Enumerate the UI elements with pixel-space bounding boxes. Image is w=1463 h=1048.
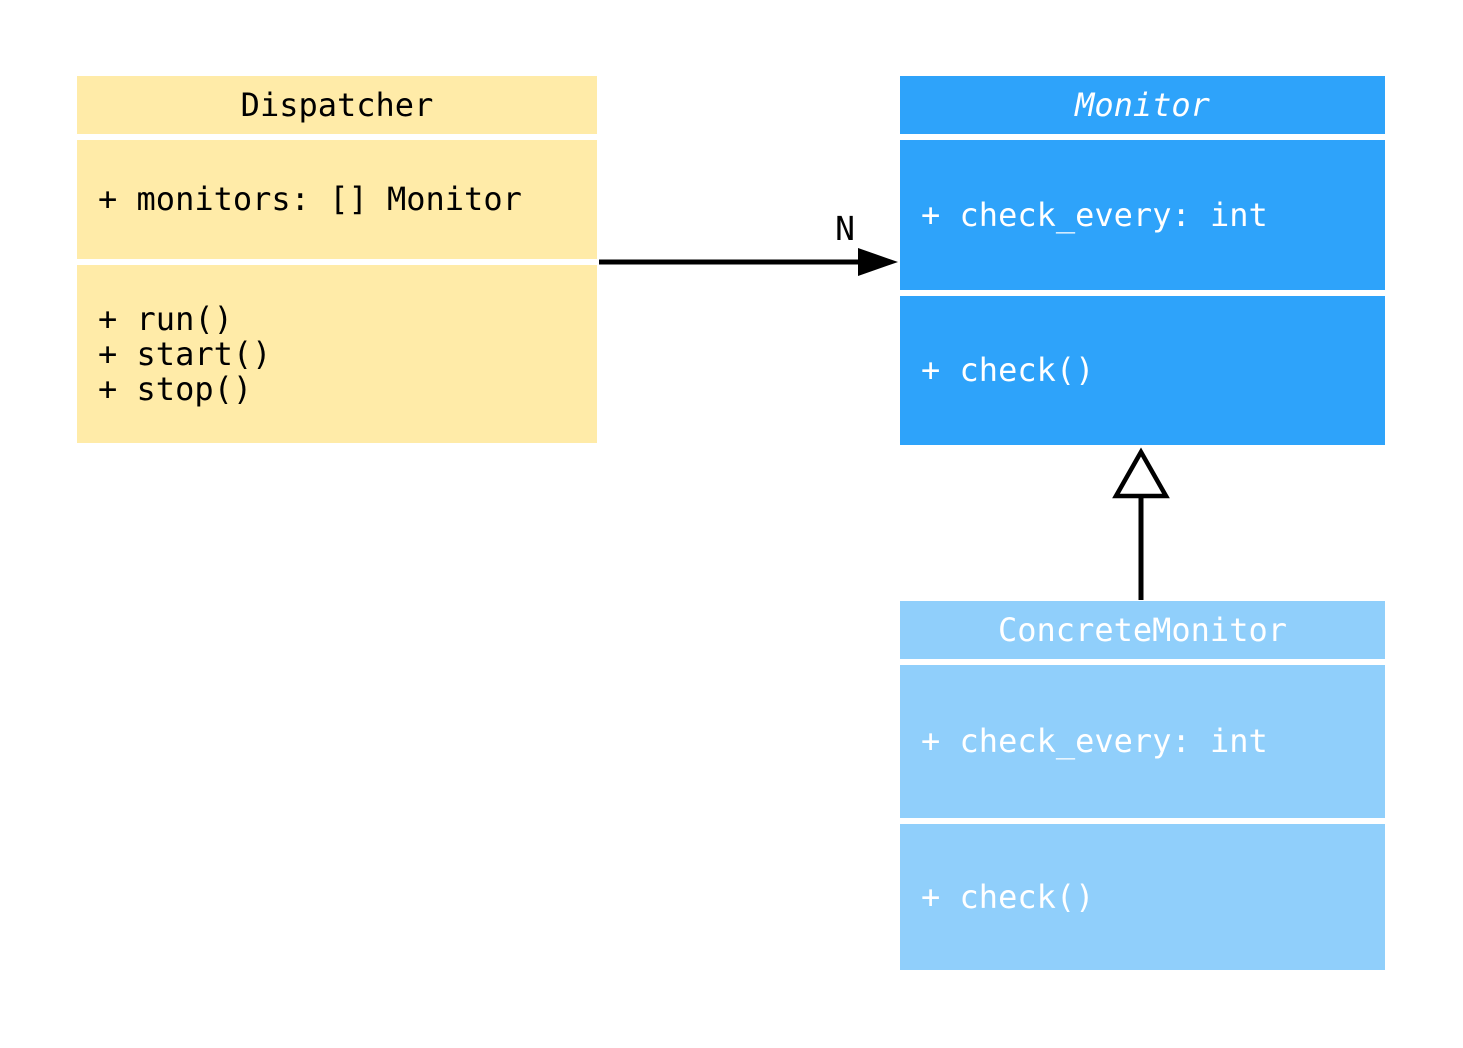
method-line: + check() xyxy=(921,877,1095,916)
association-multiplicity-label: N xyxy=(835,209,855,248)
class-title-concrete-monitor: ConcreteMonitor xyxy=(900,601,1385,659)
class-name: Monitor xyxy=(1075,85,1210,124)
class-box-concrete-monitor: ConcreteMonitor + check_every: int + che… xyxy=(900,601,1385,970)
class-methods-dispatcher: + run() + start() + stop() xyxy=(77,265,597,443)
attribute-line: + check_every: int xyxy=(921,722,1268,760)
method-line: + stop() xyxy=(98,369,253,408)
inheritance-concretemonitor-to-monitor xyxy=(1112,447,1170,600)
class-attributes-concrete-monitor: + check_every: int xyxy=(900,665,1385,818)
association-dispatcher-to-monitor: N xyxy=(599,209,898,276)
class-name: Dispatcher xyxy=(240,85,434,124)
class-attributes-dispatcher: + monitors: [] Monitor xyxy=(77,140,597,259)
method-line: + start() xyxy=(98,334,272,373)
class-title-dispatcher: Dispatcher xyxy=(77,76,597,134)
association-arrowhead-icon xyxy=(858,248,898,276)
class-box-dispatcher: Dispatcher + monitors: [] Monitor + run(… xyxy=(77,76,597,443)
class-attributes-monitor: + check_every: int xyxy=(900,140,1385,290)
attribute-line: + check_every: int xyxy=(921,195,1268,234)
method-line: + check() xyxy=(921,351,1095,389)
class-box-monitor: Monitor + check_every: int + check() xyxy=(900,76,1385,445)
method-line: + run() xyxy=(98,299,233,338)
class-title-monitor: Monitor xyxy=(900,76,1385,134)
class-methods-concrete-monitor: + check() xyxy=(900,824,1385,970)
class-methods-monitor: + check() xyxy=(900,296,1385,445)
inheritance-triangle-icon xyxy=(1112,447,1170,499)
class-name: ConcreteMonitor xyxy=(998,610,1287,649)
attribute-line: + monitors: [] Monitor xyxy=(98,180,522,218)
